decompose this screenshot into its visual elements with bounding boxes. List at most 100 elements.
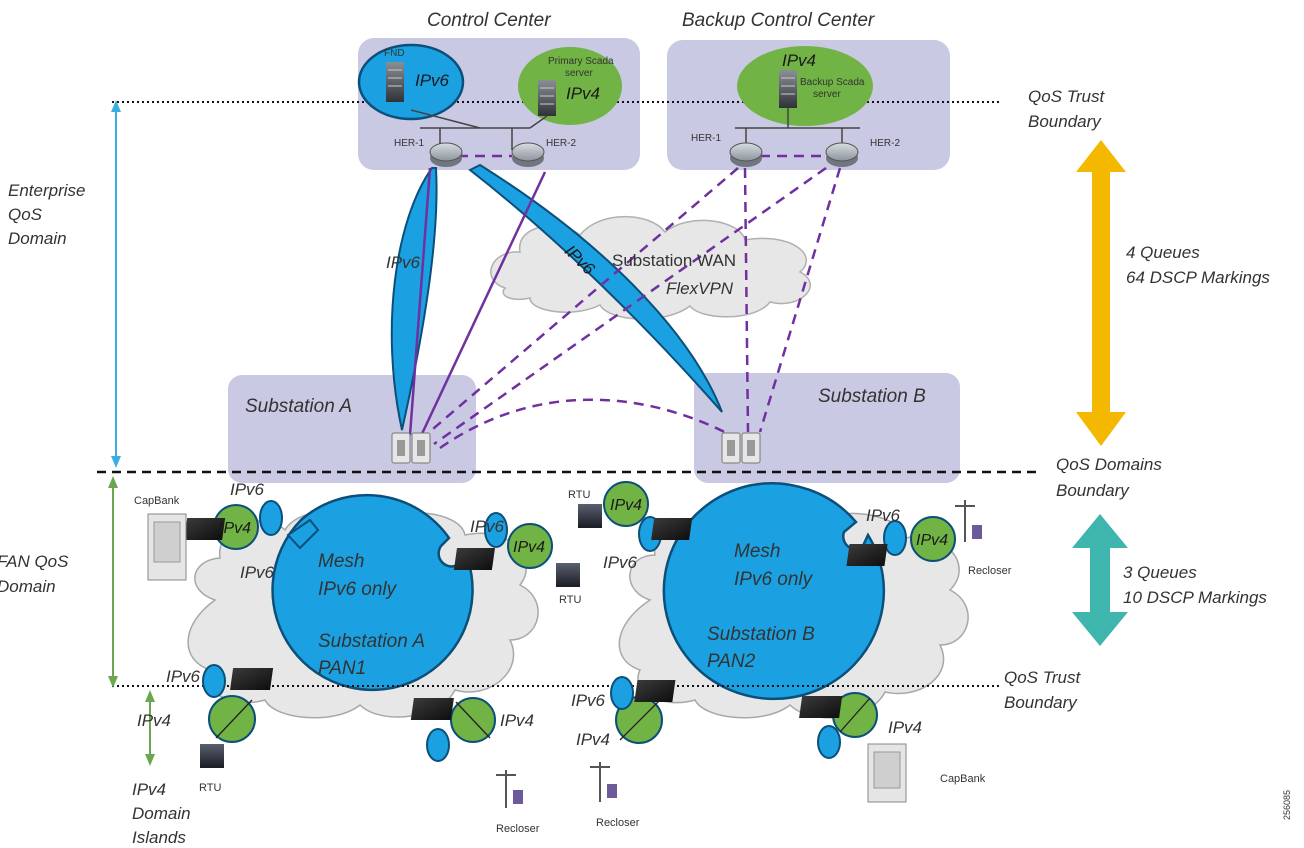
- substation-a-title: Substation A: [245, 396, 352, 417]
- trust-bottom-label-1: QoS Trust: [1004, 668, 1081, 687]
- mesh-a-line2: IPv6 only: [318, 579, 398, 600]
- backup-scada-ipv4-domain: [737, 46, 873, 126]
- substation-a-router-icon: [391, 432, 431, 464]
- control-ipv4-label: IPv4: [566, 84, 600, 103]
- fan-ipv4-label-2: IPv4: [513, 539, 545, 556]
- trust-top-label-2: Boundary: [1028, 112, 1102, 131]
- substation-b-title: Substation B: [818, 386, 926, 407]
- fan-ipv6-label-1: IPv6: [230, 480, 265, 499]
- capbank-label-a: CapBank: [134, 495, 180, 507]
- rtu-label-1: RTU: [568, 489, 590, 501]
- trust-top-label-1: QoS Trust: [1028, 87, 1105, 106]
- wan-label-1: Substation WAN: [612, 251, 736, 270]
- backup-her1-router-icon: [729, 142, 763, 167]
- fan-ipv4-label-1: IPv4: [219, 520, 251, 537]
- ipv6-small-ovals: [202, 500, 907, 762]
- mesh-b: [662, 482, 886, 701]
- domains-boundary-label-2: Boundary: [1056, 481, 1130, 500]
- fan-queues-label-1: 3 Queues: [1123, 563, 1197, 582]
- fnd-ipv6-domain: [357, 43, 465, 121]
- control-ipv6-label: IPv6: [415, 71, 450, 90]
- mesh-a-line1: Mesh: [318, 551, 364, 572]
- trust-bottom-label-2: Boundary: [1004, 693, 1078, 712]
- enterprise-domain-label-1: Enterprise: [8, 181, 85, 200]
- fan-ipv4-label-4: IPv4: [916, 532, 948, 549]
- fnd-server-icon: [386, 62, 404, 102]
- primary-scada-label-1: Primary Scada: [548, 56, 614, 67]
- her1-router-icon: [429, 142, 463, 167]
- fan-ipv6-label-3: IPv6: [470, 517, 505, 536]
- recloser-label-2: Recloser: [496, 823, 540, 835]
- fan-ipv4-label-3: IPv4: [610, 497, 642, 514]
- substation-b-router-icon: [721, 432, 761, 464]
- fan-domain-label-1: FAN QoS: [0, 552, 69, 571]
- fan-ipv4-label-8: IPv4: [888, 718, 922, 737]
- mesh-a-line4: PAN1: [318, 658, 366, 679]
- fan-queues-label-2: 10 DSCP Markings: [1123, 588, 1267, 607]
- vpn-links: [408, 154, 842, 450]
- backup-her2-router-icon: [825, 142, 859, 167]
- ipv6-tunnel-b: [468, 163, 723, 413]
- recloser-label-3: Recloser: [596, 817, 640, 829]
- fan-router-icons: [184, 518, 888, 720]
- backup-ipv4-label: IPv4: [782, 51, 816, 70]
- ipv4-islands-label-2: Domain: [132, 804, 191, 823]
- mesh-a-line3: Substation A: [318, 631, 425, 652]
- figure-id: 256085: [1282, 790, 1292, 820]
- ipv4-links: [215, 697, 871, 741]
- rtu-label-2: RTU: [559, 594, 581, 606]
- ipv4-islands-label-1: IPv4: [132, 780, 166, 799]
- fan-ipv6-label-7: IPv6: [571, 691, 606, 710]
- recloser-label-1: Recloser: [968, 565, 1012, 577]
- enterprise-domain-arrow-top: [111, 100, 121, 112]
- mesh-b-line2: IPv6 only: [734, 569, 814, 590]
- ipv4-island-arrow-top: [145, 690, 155, 702]
- fnd-label: FND: [384, 48, 405, 59]
- control-center-title: Control Center: [427, 10, 551, 31]
- fan-ipv4-label-7: IPv4: [576, 730, 610, 749]
- her2-router-icon: [511, 142, 545, 167]
- fan-ipv6-label-2: IPv6: [240, 563, 275, 582]
- backup-scada-label-2: server: [813, 89, 841, 100]
- enterprise-queue-arrow: [1076, 140, 1126, 446]
- enterprise-queues-label-2: 64 DSCP Markings: [1126, 268, 1270, 287]
- enterprise-domain-arrow-bottom: [111, 456, 121, 468]
- capbank-icon-b: [867, 743, 907, 803]
- mesh-b-line3: Substation B: [707, 624, 815, 645]
- ipv4-circles: [208, 481, 956, 744]
- primary-scada-server-icon: [538, 80, 556, 116]
- substation-a-panel: [228, 375, 476, 483]
- control-center-lan: [410, 109, 548, 150]
- domains-boundary-label-1: QoS Domains: [1056, 455, 1162, 474]
- rtu-icons: [200, 504, 602, 768]
- capbank-icon-a: [147, 513, 187, 581]
- fan-ipv4-label-5: IPv4: [137, 711, 171, 730]
- enterprise-queues-label-1: 4 Queues: [1126, 243, 1200, 262]
- fan-domain-arrow-top: [108, 476, 118, 488]
- backup-her2-label: HER-2: [870, 138, 900, 149]
- her2-label: HER-2: [546, 138, 576, 149]
- backup-scada-server-icon: [779, 70, 797, 108]
- wan-label-2: FlexVPN: [666, 279, 734, 298]
- enterprise-domain-label-3: Domain: [8, 229, 67, 248]
- capbank-label-b: CapBank: [940, 773, 986, 785]
- fan-ipv6-label-6: IPv6: [166, 667, 201, 686]
- fan-queue-arrow: [1072, 514, 1128, 646]
- ipv4-island-arrow-bottom: [145, 754, 155, 766]
- fan-ipv4-label-6: IPv4: [500, 711, 534, 730]
- mesh-b-line1: Mesh: [734, 541, 780, 562]
- rtu-label-3: RTU: [199, 782, 221, 794]
- tunnel-a-ipv6-label: IPv6: [386, 253, 421, 272]
- backup-control-center-title: Backup Control Center: [682, 10, 875, 31]
- fan-ipv6-label-4: IPv6: [603, 553, 638, 572]
- backup-scada-label-1: Backup Scada: [800, 77, 865, 88]
- enterprise-domain-label-2: QoS: [8, 205, 43, 224]
- backup-her1-label: HER-1: [691, 133, 721, 144]
- recloser-icons: [496, 500, 982, 808]
- mesh-a: [271, 493, 474, 692]
- primary-scada-label-2: server: [565, 68, 593, 79]
- fan-domain-arrow-bottom: [108, 676, 118, 688]
- fan-domain-label-2: Domain: [0, 577, 56, 596]
- mesh-b-line4: PAN2: [707, 651, 756, 672]
